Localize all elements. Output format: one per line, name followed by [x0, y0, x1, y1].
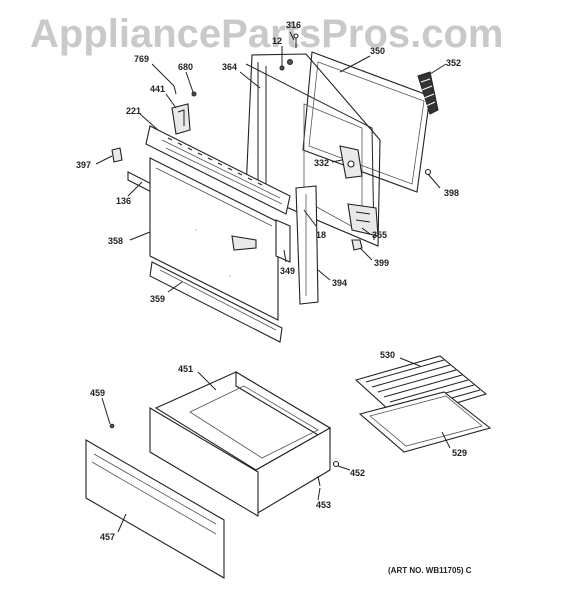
callout-316: 316 [286, 20, 301, 30]
hinge-355 [347, 203, 379, 237]
callout-397: 397 [76, 160, 91, 170]
screw-459 [109, 423, 115, 429]
screw-398 [424, 168, 432, 176]
callout-352: 352 [446, 58, 461, 68]
drawer-side-panel [149, 407, 259, 517]
drawer-body-451 [154, 371, 332, 515]
callout-332: 332 [314, 158, 329, 168]
callout-398: 398 [444, 188, 459, 198]
bracket-441 [171, 103, 191, 135]
callout-12: 12 [272, 36, 282, 46]
callout-364: 364 [222, 62, 237, 72]
callout-530: 530 [380, 350, 395, 360]
screw-12 [279, 65, 285, 71]
callout-359: 359 [150, 294, 165, 304]
callout-457: 457 [100, 532, 115, 542]
screw-769 [173, 85, 177, 95]
door-channel-349 [275, 219, 291, 263]
bumper-399 [351, 239, 363, 251]
door-gasket-352 [417, 71, 439, 115]
callout-452: 452 [350, 468, 365, 478]
art-number: (ART NO. WB11705) C [388, 566, 472, 575]
callout-451: 451 [178, 364, 193, 374]
drawer-front-457 [85, 439, 225, 579]
watermark-logo: AppliancePartsPros.com [30, 12, 504, 56]
callout-350: 350 [370, 46, 385, 56]
callout-453: 453 [316, 500, 331, 510]
hinge-332 [339, 145, 363, 179]
screw-452 [332, 460, 340, 468]
callout-355: 355 [372, 230, 387, 240]
callout-349: 349 [280, 266, 295, 276]
callout-529: 529 [452, 448, 467, 458]
callout-136: 136 [116, 196, 131, 206]
screw-453 [317, 475, 321, 487]
door-bottom-trim-359 [149, 261, 283, 343]
callout-221: 221 [126, 106, 141, 116]
door-outer-panel-358 [149, 157, 279, 321]
side-trim-394 [295, 185, 319, 305]
callout-680: 680 [178, 62, 193, 72]
callout-459: 459 [90, 388, 105, 398]
callout-441: 441 [150, 84, 165, 94]
broiler-pan-529 [358, 391, 492, 453]
callout-399: 399 [374, 258, 389, 268]
broiler-grid-530 [354, 355, 488, 421]
clip-397 [111, 147, 123, 163]
callout-358: 358 [108, 236, 123, 246]
callout-394: 394 [332, 278, 347, 288]
callout-labels: 316 12 350 352 769 680 364 441 221 397 1… [76, 20, 467, 542]
screw-316 [287, 33, 299, 65]
screw-680 [191, 91, 197, 97]
callout-769: 769 [134, 54, 149, 64]
leader-lines [95, 31, 451, 533]
vent-trim-221 [145, 125, 291, 215]
callout-18: 18 [316, 230, 326, 240]
